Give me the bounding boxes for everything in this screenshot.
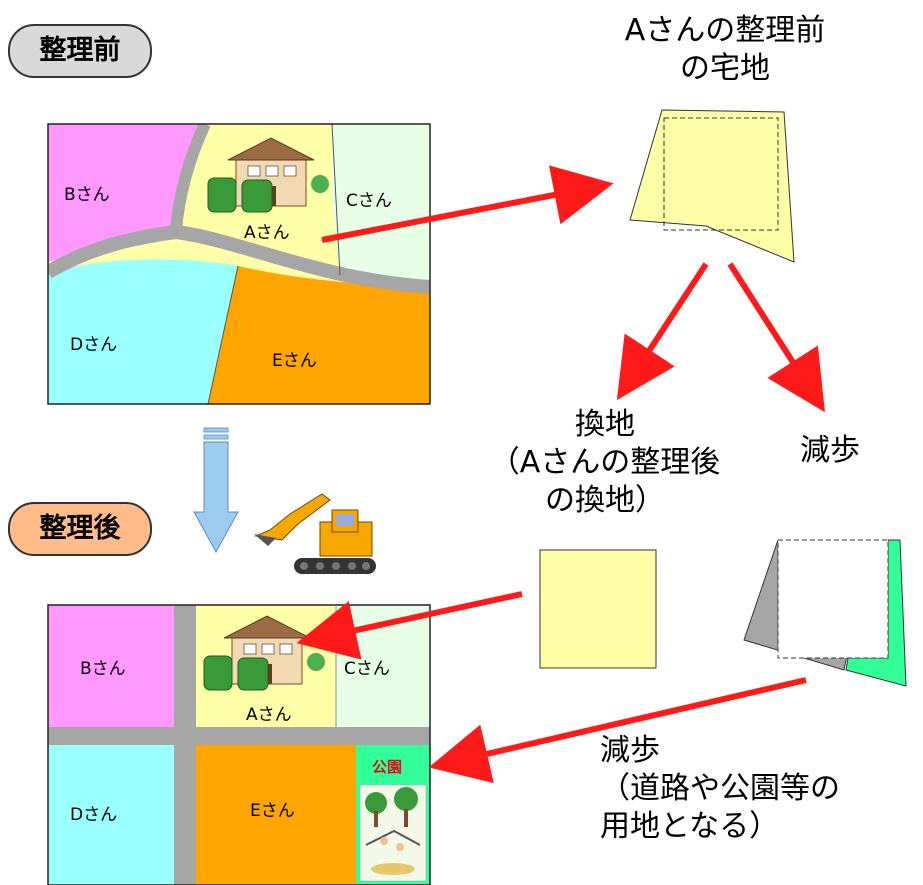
house-icon [207, 137, 329, 213]
arrow-to-before-lot [321, 165, 614, 243]
park-label: 公園 [372, 758, 403, 776]
before-lot-d [48, 259, 238, 404]
red-arrows [296, 165, 825, 784]
before-badge: 整理前 [8, 24, 152, 78]
before-lot-c [332, 124, 430, 280]
excavator-icon [254, 493, 376, 574]
after-owner-a: Aさん [246, 705, 292, 725]
after-owner-e: Eさん [250, 801, 295, 821]
before-owner-e: Eさん [272, 351, 317, 371]
after-lot-d [48, 745, 174, 885]
reduction-shape [743, 539, 907, 687]
arrow-replot-to-map [296, 591, 523, 660]
reduction-title: 減歩 [800, 433, 860, 468]
before-lot-title: Aさんの整理前 の宅地 [624, 13, 826, 86]
arrow-reduction-to-park [428, 677, 807, 784]
house-icon [203, 615, 325, 691]
a-lot-before-shape [629, 109, 795, 263]
arrow-to-reduction [727, 262, 825, 413]
after-lot-e [196, 745, 356, 885]
before-road [48, 224, 430, 294]
replot-title: 換地 （Aさんの整理後 の換地） [489, 407, 721, 518]
reduction-purpose-title: 減歩 （道路や公園等の 用地となる） [600, 733, 840, 844]
before-owner-b: Bさん [64, 185, 110, 205]
after-badge: 整理後 [8, 502, 152, 556]
down-arrow-icon [193, 427, 239, 554]
before-owner-a: Aさん [244, 223, 290, 243]
a-lot-after-shape [539, 549, 657, 669]
arrow-to-replot [616, 262, 709, 401]
before-owner-c: Cさん [346, 191, 392, 211]
after-road-horizontal [48, 727, 430, 745]
after-owner-b: Bさん [80, 659, 126, 679]
before-lot-e [208, 266, 430, 404]
park-playground-icon [359, 784, 427, 882]
before-owner-d: Dさん [70, 335, 118, 355]
after-owner-d: Dさん [70, 805, 118, 825]
after-lot-b [48, 605, 174, 727]
after-owner-c: Cさん [344, 659, 390, 679]
